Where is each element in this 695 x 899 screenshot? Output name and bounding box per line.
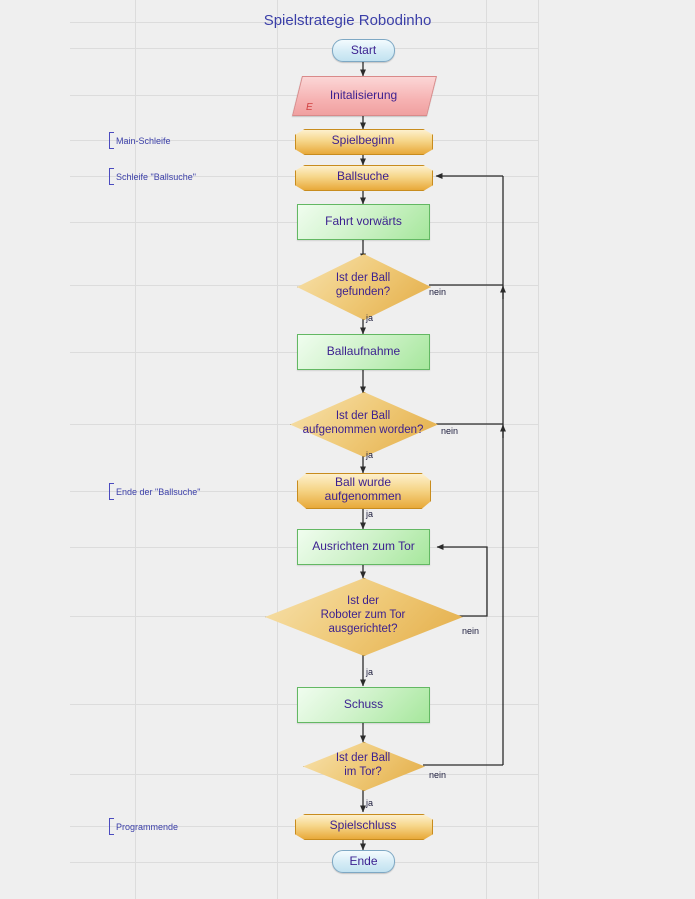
node-label: Ball wurde aufgenommen <box>324 475 402 503</box>
node-label: Schuss <box>343 697 384 712</box>
node-label: Ist der Ball gefunden? <box>335 272 391 298</box>
grid-line-h <box>70 774 538 775</box>
edge-label-imtor-nein: nein <box>429 770 447 780</box>
edge-label-gefunden-ja: ja <box>366 313 374 323</box>
annotation-ende-ballsuche: Ende der "Ballsuche" <box>109 483 200 500</box>
edge-label-imtor-ja: ja <box>366 798 374 808</box>
node-ende[interactable]: Ende <box>332 850 395 873</box>
annotation-label: Schleife "Ballsuche" <box>116 171 196 182</box>
page-title: Spielstrategie Robodinho <box>263 12 432 29</box>
edge-label-aufgenommen-nein: nein <box>441 426 459 436</box>
node-decision-ball-im-tor[interactable]: Ist der Ball im Tor? <box>303 742 425 791</box>
bracket-icon <box>109 168 114 185</box>
grid-line-v <box>135 0 136 899</box>
node-label: Spielbeginn <box>331 133 395 148</box>
node-fahrt-vorwaerts[interactable]: Fahrt vorwärts <box>297 204 430 240</box>
node-mark-e: E <box>306 102 313 113</box>
grid-line-v <box>277 0 278 899</box>
node-label: Initalisierung <box>329 88 398 102</box>
annotation-programmende: Programmende <box>109 818 178 835</box>
node-label: Fahrt vorwärts <box>325 214 402 229</box>
node-start[interactable]: Start <box>332 39 395 62</box>
grid-line-h <box>70 48 538 49</box>
bracket-icon <box>109 132 114 149</box>
node-label: Start <box>350 42 377 57</box>
grid-line-v <box>486 0 487 899</box>
node-label: Ausrichten zum Tor <box>312 539 415 554</box>
edge-label-ballwurde-ja: ja <box>366 509 374 519</box>
annotation-label: Main-Schleife <box>116 135 171 146</box>
annotation-schleife-ballsuche: Schleife "Ballsuche" <box>109 168 196 185</box>
edge-label-ausgerichtet-nein: nein <box>462 626 480 636</box>
node-decision-ball-aufgenommen[interactable]: Ist der Ball aufgenommen worden? <box>290 392 438 457</box>
grid-line-h <box>70 862 538 863</box>
node-label: Ist der Ball aufgenommen worden? <box>302 409 424 436</box>
hexagon-shape <box>295 129 433 155</box>
grid-line-v <box>538 0 539 899</box>
node-decision-ball-gefunden[interactable]: Ist der Ball gefunden? <box>297 254 431 320</box>
node-spielbeginn[interactable]: Spielbeginn <box>295 129 433 155</box>
node-label: Spielschluss <box>329 818 397 833</box>
bracket-icon <box>109 483 114 500</box>
node-decision-roboter-ausgerichtet[interactable]: Ist der Roboter zum Tor ausgerichtet? <box>265 578 463 656</box>
node-label: Ist der Ball im Tor? <box>335 751 391 778</box>
node-label: Ist der Roboter zum Tor ausgerichtet? <box>320 595 406 635</box>
edge-label-ausgerichtet-ja: ja <box>366 667 374 677</box>
bracket-icon <box>109 818 114 835</box>
node-label: Ballaufnahme <box>326 344 401 359</box>
node-ballaufnahme[interactable]: Ballaufnahme <box>297 334 430 370</box>
edge-label-aufgenommen-ja: ja <box>366 450 374 460</box>
node-ballsuche[interactable]: Ballsuche <box>295 165 433 191</box>
hexagon-shape <box>295 165 433 191</box>
hexagon-shape <box>295 814 433 840</box>
grid-line-h <box>70 22 538 23</box>
node-initalisierung[interactable]: Initalisierung E <box>292 76 437 116</box>
hexagon-shape <box>297 473 431 509</box>
node-label: Ende <box>349 853 378 868</box>
annotation-label: Programmende <box>116 821 179 832</box>
node-schuss[interactable]: Schuss <box>297 687 430 723</box>
annotation-label: Ende der "Ballsuche" <box>116 486 201 497</box>
node-ball-wurde-aufgenommen[interactable]: Ball wurde aufgenommen <box>297 473 431 509</box>
node-ausrichten-zum-tor[interactable]: Ausrichten zum Tor <box>297 529 430 565</box>
node-label: Ballsuche <box>336 169 390 184</box>
node-spielschluss[interactable]: Spielschluss <box>295 814 433 840</box>
edge-label-gefunden-nein: nein <box>429 287 447 297</box>
annotation-main-schleife: Main-Schleife <box>109 132 171 149</box>
